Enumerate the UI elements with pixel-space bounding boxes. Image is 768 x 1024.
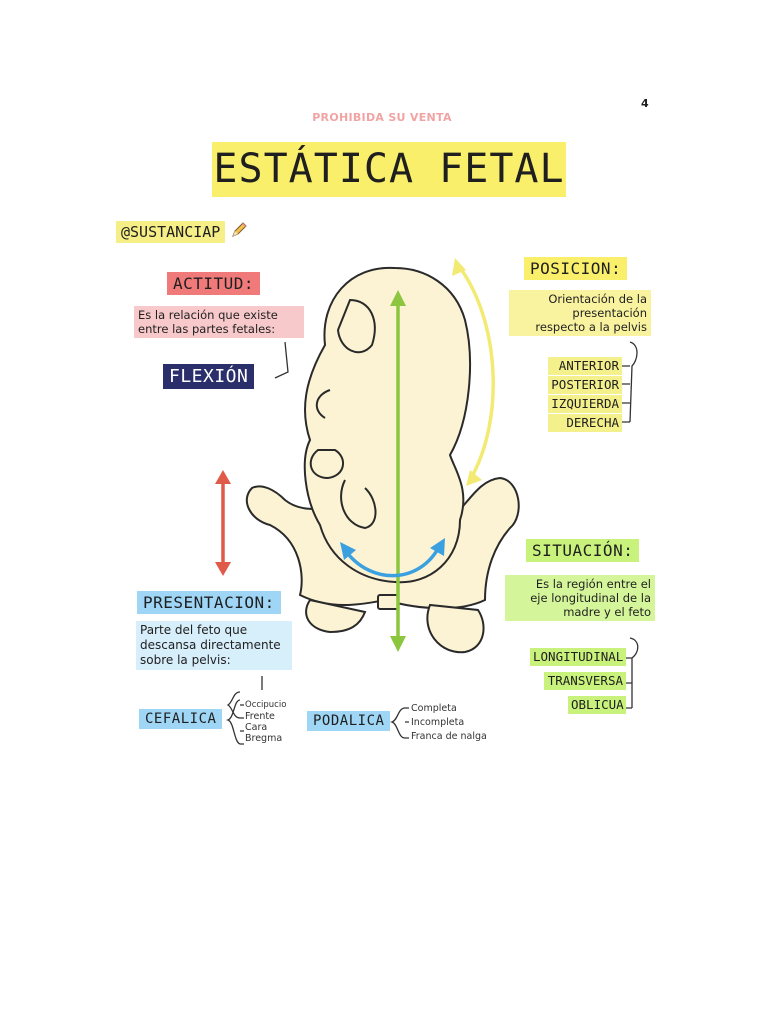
podalica-item-completa: Completa xyxy=(411,703,457,714)
fetus-drawing xyxy=(303,266,471,584)
podalica-item-franca: Franca de nalga xyxy=(411,731,487,742)
red-vertical-arrow xyxy=(215,470,231,576)
presentacion-description: Parte del feto que descansa directamente… xyxy=(136,621,292,670)
cefalica-item-cara: Cara xyxy=(245,722,268,733)
cefalica-item-bregma: Bregma xyxy=(245,733,283,744)
blue-curve-arrow xyxy=(340,538,445,578)
cefalica-bracket xyxy=(225,699,244,745)
vertical-axis-arrow xyxy=(390,290,406,652)
watermark-text: PROHIBIDA SU VENTA xyxy=(312,111,452,124)
page-number: 4 xyxy=(641,97,649,110)
actitud-desc-line1: Es la relación que existe xyxy=(138,308,278,322)
posicion-item-anterior: ANTERIOR xyxy=(548,357,622,375)
situacion-item-transversa: TRANSVERSA xyxy=(544,672,626,690)
podalica-label: PODALICA xyxy=(307,711,391,731)
page-title: ESTÁTICA FETAL xyxy=(212,142,566,197)
presentacion-desc-line3: sobre la pelvis: xyxy=(140,653,231,667)
situacion-desc-line3: madre y el feto xyxy=(563,605,651,619)
situacion-label: SITUACIÓN: xyxy=(526,539,640,562)
situacion-list: LONGITUDINAL TRANSVERSA OBLICUA xyxy=(530,648,626,714)
situacion-bracket xyxy=(625,637,639,709)
presentacion-connector xyxy=(226,676,263,719)
pencil-icon xyxy=(232,222,247,237)
podalica-list: Completa Incompleta Franca de nalga xyxy=(411,702,487,744)
actitud-label: ACTITUD: xyxy=(167,272,261,295)
situacion-item-longitudinal: LONGITUDINAL xyxy=(530,648,626,666)
presentacion-label: PRESENTACION: xyxy=(137,591,281,614)
posicion-list: ANTERIOR POSTERIOR IZQUIERDA DERECHA xyxy=(548,357,622,432)
posicion-label: POSICION: xyxy=(524,257,628,280)
situacion-desc-line1: Es la región entre el xyxy=(535,577,651,591)
yellow-rotation-arrow xyxy=(452,258,495,486)
cefalica-item-frente: Frente xyxy=(245,711,275,722)
presentacion-desc-line2: descansa directamente xyxy=(140,638,281,652)
actitud-description: Es la relación que existe entre las part… xyxy=(134,306,304,338)
cefalica-item-occipucio: Occipucio xyxy=(245,700,287,710)
author-handle: @SUSTANCIAP xyxy=(116,221,226,243)
posicion-item-derecha: DERECHA xyxy=(548,414,622,432)
posicion-description: Orientación de la presentación respecto … xyxy=(509,290,651,336)
posicion-desc-line1: Orientación de la xyxy=(548,292,647,306)
actitud-connector xyxy=(274,341,289,379)
situacion-desc-line2: eje longitudinal de la xyxy=(530,591,651,605)
situacion-description: Es la región entre el eje longitudinal d… xyxy=(505,575,655,621)
presentacion-desc-line1: Parte del feto que xyxy=(140,623,248,637)
cefalica-list: Occipucio Frente Cara Bregma xyxy=(245,700,286,744)
posicion-desc-line3: respecto a la pelvis xyxy=(535,320,647,334)
situacion-item-oblicua: OBLICUA xyxy=(568,696,626,714)
posicion-item-izquierda: IZQUIERDA xyxy=(548,395,622,413)
posicion-bracket xyxy=(622,341,638,423)
flexion-label: FLEXIÓN xyxy=(163,364,255,389)
actitud-desc-line2: entre las partes fetales: xyxy=(138,322,276,336)
cefalica-label: CEFALICA xyxy=(139,709,223,729)
posicion-desc-line2: presentación xyxy=(572,306,647,320)
podalica-item-incompleta: Incompleta xyxy=(411,717,465,728)
podalica-bracket xyxy=(389,707,409,739)
posicion-item-posterior: POSTERIOR xyxy=(548,376,622,394)
